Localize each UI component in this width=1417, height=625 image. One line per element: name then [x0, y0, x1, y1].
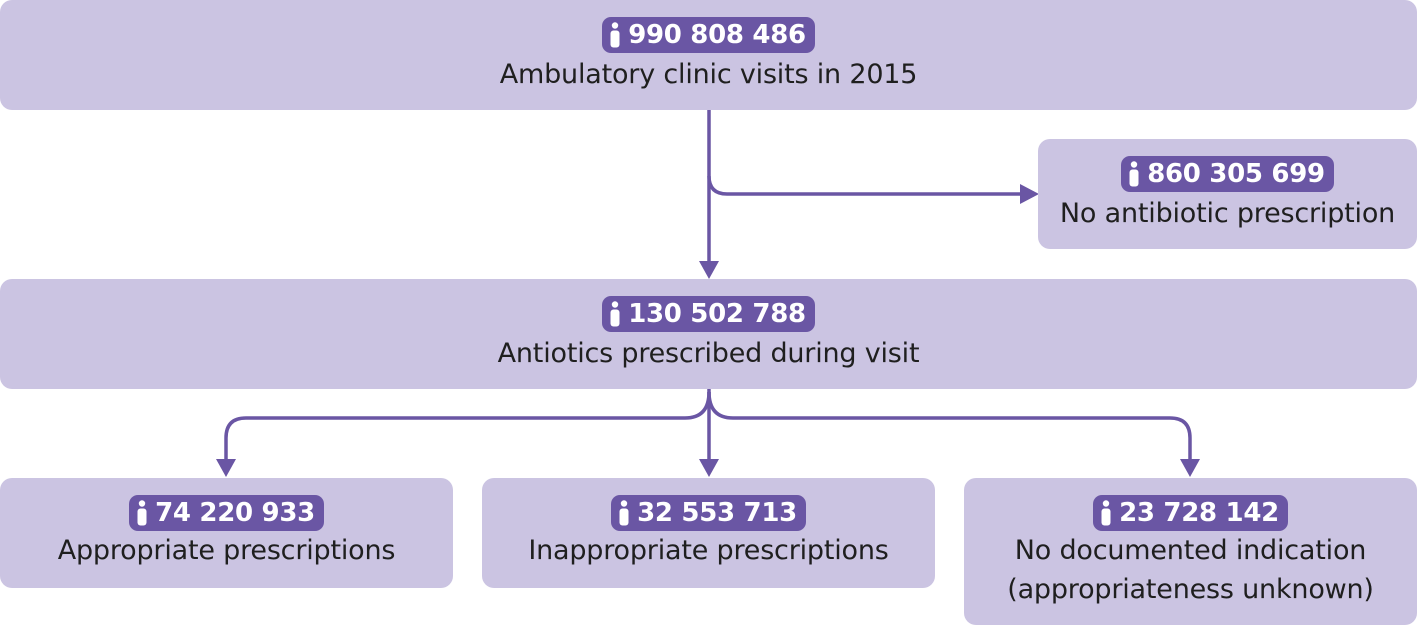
person-icon — [610, 301, 620, 327]
count-value: 130 502 788 — [628, 299, 806, 329]
node-label: Ambulatory clinic visits in 2015 — [499, 59, 918, 90]
person-icon — [1101, 500, 1111, 526]
arrowhead — [1020, 184, 1039, 204]
count-badge: 74 220 933 — [129, 495, 324, 531]
arrowhead — [1180, 459, 1200, 477]
count-value: 23 728 142 — [1119, 498, 1279, 528]
arrowhead — [699, 261, 719, 279]
person-icon — [619, 500, 629, 526]
person-icon — [610, 22, 620, 48]
arrow-total-to-no-antibiotic — [707, 175, 1022, 196]
node-label-line2: (appropriateness unknown) — [1007, 574, 1374, 605]
arrowhead — [699, 459, 719, 477]
node-no-antibiotic: 860 305 699 No antibiotic prescription — [1038, 139, 1417, 249]
arrow-antibiotics-to-no-indication — [707, 391, 1192, 460]
node-ambulatory-visits: 990 808 486 Ambulatory clinic visits in … — [0, 0, 1417, 110]
count-badge: 23 728 142 — [1093, 495, 1288, 531]
count-badge: 860 305 699 — [1121, 156, 1334, 192]
count-value: 990 808 486 — [628, 20, 806, 50]
arrow-antibiotics-to-appropriate — [224, 391, 711, 460]
node-label: No antibiotic prescription — [1059, 198, 1396, 229]
count-badge: 130 502 788 — [602, 296, 815, 332]
node-label: Antiotics prescribed during visit — [497, 338, 920, 369]
node-inappropriate: 32 553 713 Inappropriate prescriptions — [482, 478, 935, 588]
node-label: Inappropriate prescriptions — [528, 535, 889, 566]
person-icon — [1129, 161, 1139, 187]
count-value: 860 305 699 — [1147, 159, 1325, 189]
count-badge: 32 553 713 — [611, 495, 806, 531]
node-no-documented-indication: 23 728 142 No documented indication (app… — [964, 478, 1417, 625]
node-label-line1: No documented indication — [1014, 535, 1367, 566]
node-antibiotics-prescribed: 130 502 788 Antiotics prescribed during … — [0, 279, 1417, 389]
arrowhead — [216, 459, 236, 477]
node-label: Appropriate prescriptions — [57, 535, 396, 566]
count-value: 32 553 713 — [637, 498, 797, 528]
count-badge: 990 808 486 — [602, 17, 815, 53]
person-icon — [137, 500, 147, 526]
node-appropriate: 74 220 933 Appropriate prescriptions — [0, 478, 453, 588]
count-value: 74 220 933 — [155, 498, 315, 528]
